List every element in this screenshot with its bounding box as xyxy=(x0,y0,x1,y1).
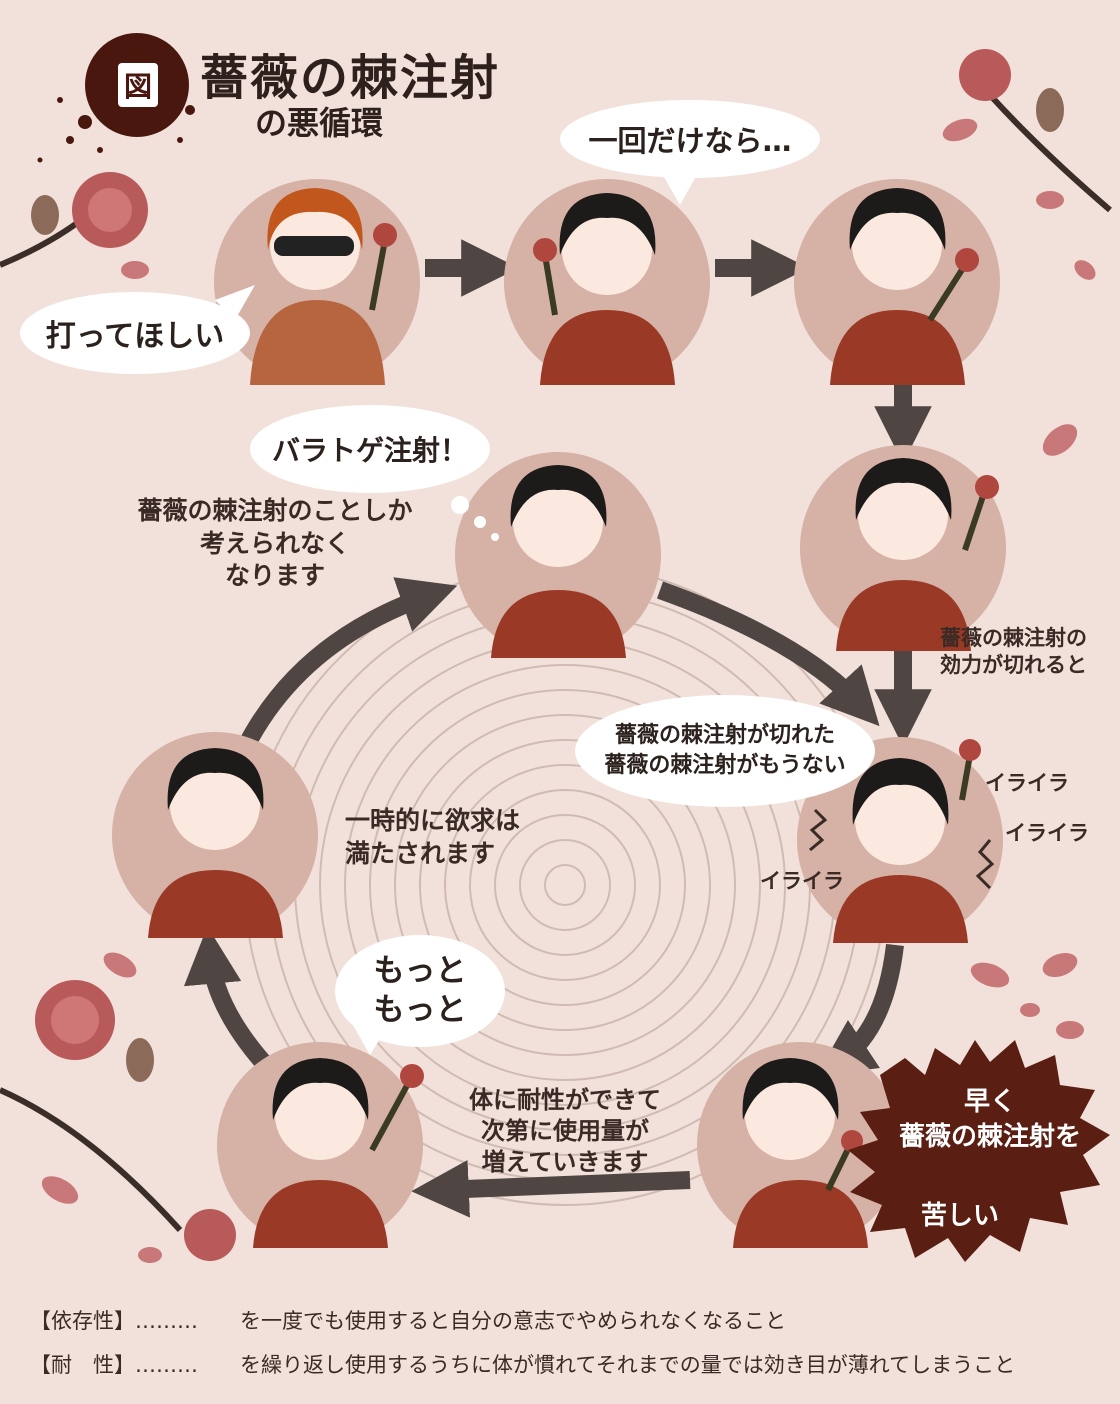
rose-decoration-left-bottom xyxy=(0,980,236,1261)
page-subtitle: の悪循環 xyxy=(255,104,384,142)
character-satisfied xyxy=(148,748,283,938)
note-tolerance: 体に耐性ができて 次第に使用量が 増えていきます xyxy=(440,1085,690,1179)
note-satisfied-line: 満たされます xyxy=(345,838,496,868)
character-more xyxy=(253,1058,388,1248)
rose-decoration-left-top xyxy=(0,172,148,268)
thought-dots xyxy=(451,496,499,541)
bubble-more-line2: もっと xyxy=(373,992,467,1028)
note-satisfied-line: 一時的に欲求は xyxy=(345,806,521,835)
burst-line3: 苦しい xyxy=(920,1201,999,1231)
note-tolerance-line: 体に耐性ができて xyxy=(469,1086,661,1114)
note-only-think: 薔薇の棘注射のことしか 考えられなく なります xyxy=(115,495,435,593)
bubble-gone-line2: 薔薇の棘注射がもうない xyxy=(604,753,846,778)
legend-desc: を繰り返し使用するうちに体が慣れてそれまでの量では効き目が薄れてしまうこと xyxy=(240,1353,1016,1377)
bubble-more: もっと もっと xyxy=(335,935,505,1047)
page-title: 薔薇の棘注射 xyxy=(200,50,501,106)
burst-line2: 薔薇の棘注射を xyxy=(898,1122,1081,1153)
held-roses xyxy=(369,239,988,1192)
held-rose-heads xyxy=(373,223,999,1152)
character-wear-off xyxy=(836,458,971,651)
burst-line1: 早く xyxy=(963,1087,1016,1117)
legend-row: 【耐 性】……… を繰り返し使用するうちに体が慣れてそれまでの量では効き目が薄れ… xyxy=(30,1349,1110,1379)
characters xyxy=(148,188,971,1248)
petals xyxy=(41,118,1096,1263)
character-craving xyxy=(491,465,626,658)
burst-text: 早く 薔薇の棘注射を xyxy=(880,1085,1100,1155)
title-badge: 図 xyxy=(98,60,178,110)
irritation-label: イライラ xyxy=(985,771,1069,795)
legend: 【依存性】……… を一度でも使用すると自分の意志でやめられなくなること 【耐 性… xyxy=(30,1305,1110,1379)
character-dealer xyxy=(250,188,385,385)
bubble-bara: バラトゲ注射！ xyxy=(250,405,490,493)
note-satisfied: 一時的に欲求は 満たされます xyxy=(345,805,565,870)
character-hesitate xyxy=(540,193,675,385)
suffering-burst xyxy=(848,1040,1110,1262)
character-first-use xyxy=(830,188,965,385)
arrow-5 xyxy=(816,943,904,1076)
legend-term: 【依存性】……… xyxy=(30,1309,198,1333)
arrow-6 xyxy=(411,1160,691,1218)
arrow-8 xyxy=(236,577,458,753)
bubble-want: 打ってほしい xyxy=(20,292,250,374)
title-badge-text: 図 xyxy=(117,63,158,107)
irritation-label: イライラ xyxy=(1005,821,1089,845)
note-wear-off-line: 効力が切れると xyxy=(940,653,1087,678)
note-wear-off-line: 薔薇の棘注射の xyxy=(940,626,1087,650)
irritation-label: イライラ xyxy=(760,869,844,893)
character-suffering xyxy=(733,1058,868,1248)
character-irritated xyxy=(833,758,968,943)
bubble-once: 一回だけなら… xyxy=(560,100,820,178)
note-wear-off: 薔薇の棘注射の 効力が切れると xyxy=(940,625,1120,680)
note-tolerance-line: 次第に使用量が xyxy=(481,1117,649,1146)
bubble-more-line1: もっと xyxy=(373,953,467,990)
bubble-gone: 薔薇の棘注射が切れた 薔薇の棘注射がもうない xyxy=(575,695,875,807)
bubble-gone-line1: 薔薇の棘注射が切れた xyxy=(614,723,835,749)
legend-term: 【耐 性】……… xyxy=(30,1353,198,1377)
note-only-think-line: 薔薇の棘注射のことしか xyxy=(137,496,413,525)
arrow-7 xyxy=(183,926,277,1077)
note-tolerance-line: 増えていきます xyxy=(481,1148,649,1177)
rose-decoration-right-top xyxy=(959,49,1112,213)
note-only-think-line: 考えられなく xyxy=(199,528,350,558)
arrow-9 xyxy=(656,581,880,727)
note-only-think-line: なります xyxy=(224,561,325,590)
legend-row: 【依存性】……… を一度でも使用すると自分の意志でやめられなくなること xyxy=(30,1305,1110,1335)
cycle-arrows xyxy=(183,239,932,1218)
legend-desc: を一度でも使用すると自分の意志でやめられなくなること xyxy=(240,1309,786,1333)
irritation-zigzags xyxy=(809,808,995,890)
